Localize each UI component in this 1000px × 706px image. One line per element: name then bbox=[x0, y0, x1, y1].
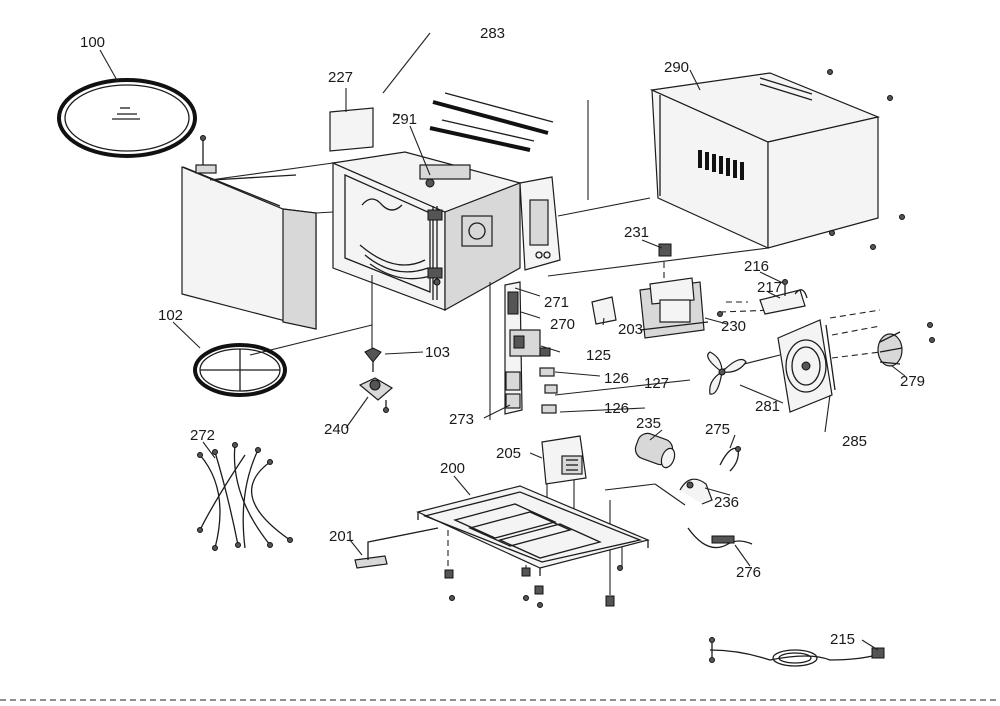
label-227: 227 bbox=[328, 69, 353, 86]
label-285: 285 bbox=[842, 433, 867, 450]
part-number-labels: 100 102 103 125 126 126 127 200 201 203 … bbox=[80, 25, 925, 648]
label-103: 103 bbox=[425, 344, 450, 361]
control-panel bbox=[519, 176, 561, 271]
high-voltage-transformer bbox=[639, 277, 723, 339]
fan-blade bbox=[707, 351, 747, 395]
label-102: 102 bbox=[158, 307, 183, 324]
label-216: 216 bbox=[744, 258, 769, 275]
fan-motor bbox=[877, 322, 935, 367]
base-plate bbox=[416, 485, 650, 576]
magnetron bbox=[541, 435, 587, 485]
glass-turntable-tray bbox=[57, 78, 197, 158]
label-200: 200 bbox=[440, 460, 465, 477]
turntable-motor bbox=[358, 377, 394, 413]
oven-cavity bbox=[330, 151, 522, 312]
roller-ring bbox=[193, 343, 287, 397]
label-215: 215 bbox=[830, 631, 855, 648]
capacitor-clamp bbox=[679, 478, 713, 505]
high-voltage-fuse-wire bbox=[687, 527, 753, 549]
vent-slots bbox=[698, 150, 744, 180]
label-127: 127 bbox=[644, 375, 669, 392]
label-272: 272 bbox=[190, 427, 215, 444]
thermostat-bracket bbox=[759, 279, 808, 315]
label-235: 235 bbox=[636, 415, 661, 432]
label-201: 201 bbox=[329, 528, 354, 545]
waveguide-cover bbox=[329, 107, 374, 152]
wire-harness bbox=[197, 442, 293, 551]
door-assembly bbox=[181, 135, 317, 330]
label-205: 205 bbox=[496, 445, 521, 462]
shield-plate bbox=[591, 296, 617, 325]
label-231: 231 bbox=[624, 224, 649, 241]
turntable-coupler bbox=[364, 347, 382, 372]
outer-case-cabinet bbox=[649, 69, 905, 250]
label-290: 290 bbox=[664, 59, 689, 76]
label-279: 279 bbox=[900, 373, 925, 390]
high-voltage-capacitor bbox=[634, 432, 676, 469]
diode-fuse-connector bbox=[658, 243, 672, 257]
label-240: 240 bbox=[324, 421, 349, 438]
label-leader-lines bbox=[99, 49, 906, 651]
label-203: 203 bbox=[618, 321, 643, 338]
label-291: 291 bbox=[392, 111, 417, 128]
label-270: 270 bbox=[550, 316, 575, 333]
label-126-lower: 126 bbox=[604, 400, 629, 417]
diode-275 bbox=[719, 446, 741, 472]
fan-bracket bbox=[777, 319, 836, 413]
label-217: 217 bbox=[757, 279, 782, 296]
label-275: 275 bbox=[705, 421, 730, 438]
power-cord bbox=[709, 637, 885, 667]
assembly-leader-lines bbox=[209, 32, 881, 595]
label-125: 125 bbox=[586, 347, 611, 364]
label-236: 236 bbox=[714, 494, 739, 511]
interlock-switch-assembly bbox=[483, 281, 601, 419]
label-126-upper: 126 bbox=[604, 370, 629, 387]
label-276: 276 bbox=[736, 564, 761, 581]
label-273: 273 bbox=[449, 411, 474, 428]
base-bracket bbox=[354, 527, 439, 569]
label-230: 230 bbox=[721, 318, 746, 335]
cavity-rails bbox=[392, 92, 554, 152]
label-100: 100 bbox=[80, 34, 105, 51]
foot-screws bbox=[444, 565, 623, 608]
label-283: 283 bbox=[480, 25, 505, 42]
label-281: 281 bbox=[755, 398, 780, 415]
label-271: 271 bbox=[544, 294, 569, 311]
